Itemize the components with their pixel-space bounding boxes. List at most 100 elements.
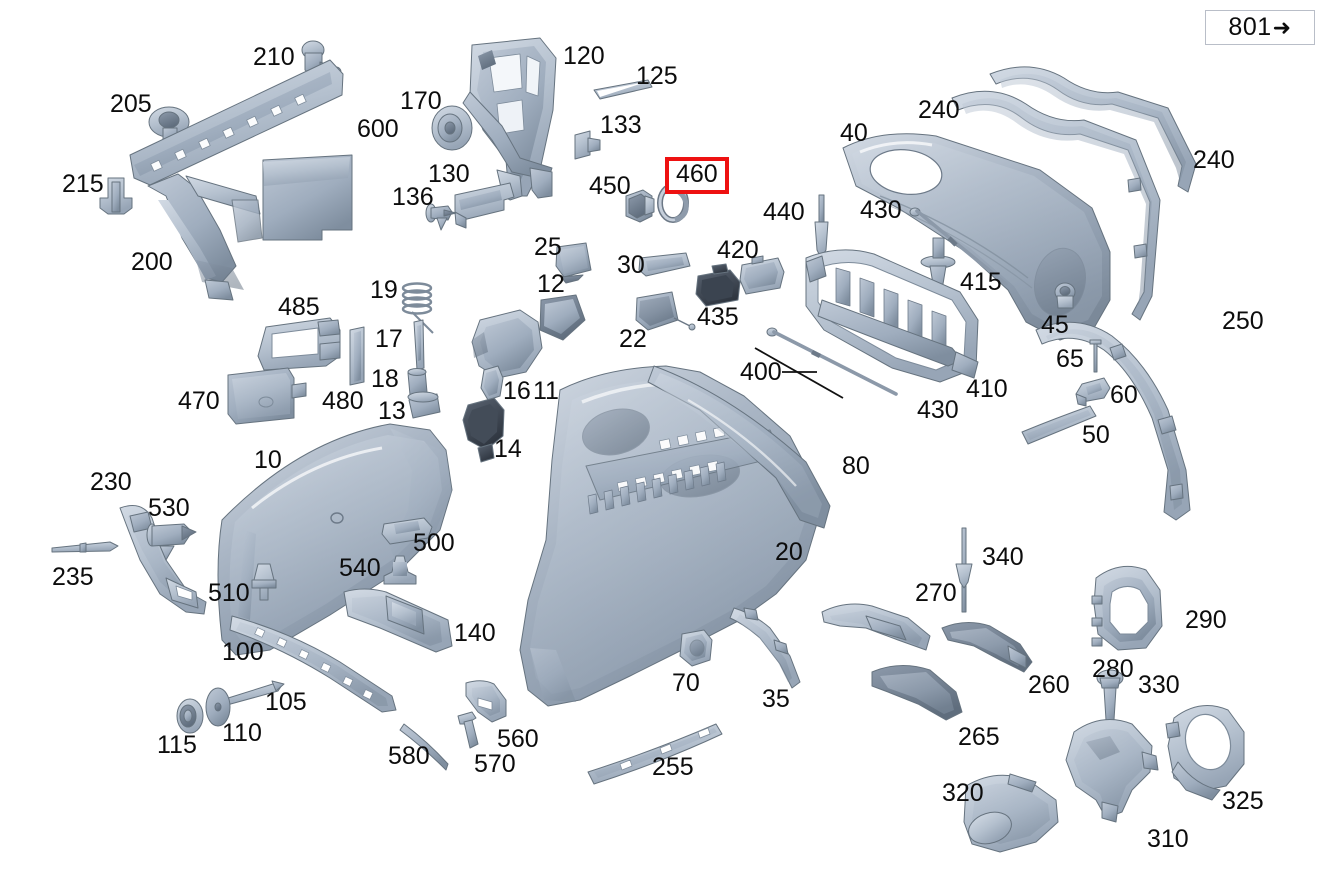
part-callout-500[interactable]: 500 — [413, 529, 455, 557]
part-callout-115[interactable]: 115 — [157, 731, 197, 759]
part-callout-30[interactable]: 30 — [617, 251, 645, 279]
part-callout-435[interactable]: 435 — [697, 303, 739, 331]
part-callout-12[interactable]: 12 — [537, 270, 565, 298]
part-callout-325[interactable]: 325 — [1222, 787, 1264, 815]
part-callout-265[interactable]: 265 — [958, 723, 1000, 751]
part-callout-430[interactable]: 430 — [917, 396, 959, 424]
part-290 — [1091, 565, 1163, 651]
part-callout-120[interactable]: 120 — [563, 42, 605, 70]
part-callout-420[interactable]: 420 — [717, 236, 759, 264]
part-11 — [471, 309, 543, 379]
part-125 — [593, 79, 653, 100]
part-callout-60[interactable]: 60 — [1110, 381, 1138, 409]
part-120 — [462, 37, 557, 201]
part-260 — [941, 622, 1033, 673]
part-callout-110[interactable]: 110 — [222, 719, 262, 747]
part-325 — [1165, 705, 1245, 801]
part-callout-450[interactable]: 450 — [589, 172, 631, 200]
part-callout-210[interactable]: 210 — [253, 43, 295, 71]
part-callout-340[interactable]: 340 — [982, 543, 1024, 571]
part-callout-580[interactable]: 580 — [388, 742, 430, 770]
part-callout-17[interactable]: 17 — [375, 325, 403, 353]
part-callout-410[interactable]: 410 — [966, 375, 1008, 403]
part-callout-11[interactable]: 11 — [533, 377, 559, 405]
part-60 — [1075, 377, 1111, 407]
part-callout-230[interactable]: 230 — [90, 468, 132, 496]
part-100 — [229, 615, 397, 713]
part-callout-255[interactable]: 255 — [652, 753, 694, 781]
part-callout-40[interactable]: 40 — [840, 119, 868, 147]
part-callout-320[interactable]: 320 — [942, 779, 984, 807]
part-callout-280[interactable]: 280 — [1092, 655, 1134, 683]
part-callout-270[interactable]: 270 — [915, 579, 957, 607]
part-callout-130[interactable]: 130 — [428, 160, 470, 188]
part-callout-510[interactable]: 510 — [208, 579, 250, 607]
part-560 — [465, 680, 507, 723]
part-callout-290[interactable]: 290 — [1185, 606, 1227, 634]
part-callout-22[interactable]: 22 — [619, 325, 647, 353]
part-callout-460[interactable]: 460 — [665, 157, 729, 194]
part-callout-250[interactable]: 250 — [1222, 307, 1264, 335]
part-callout-19[interactable]: 19 — [370, 276, 398, 304]
part-callout-415[interactable]: 415 — [960, 268, 1002, 296]
part-callout-470[interactable]: 470 — [178, 387, 220, 415]
part-callout-80[interactable]: 80 — [842, 452, 870, 480]
part-320 — [963, 773, 1059, 853]
part-callout-530[interactable]: 530 — [148, 494, 190, 522]
part-callout-70[interactable]: 70 — [672, 669, 700, 697]
part-callout-35[interactable]: 35 — [762, 685, 790, 713]
part-callout-485[interactable]: 485 — [278, 293, 320, 321]
part-140 — [343, 588, 453, 653]
part-callout-240[interactable]: 240 — [1193, 146, 1235, 174]
part-callout-65[interactable]: 65 — [1056, 345, 1084, 373]
part-callout-205[interactable]: 205 — [110, 90, 152, 118]
part-callout-20[interactable]: 20 — [775, 538, 803, 566]
part-40 — [842, 133, 1111, 341]
part-callout-16[interactable]: 16 — [503, 377, 531, 405]
part-callout-430[interactable]: 430 — [860, 196, 902, 224]
part-callout-480[interactable]: 480 — [322, 387, 364, 415]
part-410 — [805, 249, 979, 383]
part-callout-18[interactable]: 18 — [371, 365, 399, 393]
part-435 — [695, 263, 741, 307]
part-callout-200[interactable]: 200 — [131, 248, 173, 276]
part-12 — [539, 294, 586, 341]
part-callout-45[interactable]: 45 — [1041, 311, 1069, 339]
part-callout-10[interactable]: 10 — [254, 446, 282, 474]
part-callout-50[interactable]: 50 — [1082, 421, 1110, 449]
part-270 — [821, 603, 931, 651]
part-callout-540[interactable]: 540 — [339, 554, 381, 582]
part-callout-235[interactable]: 235 — [52, 563, 94, 591]
part-callout-140[interactable]: 140 — [454, 619, 496, 647]
part-10 — [217, 423, 453, 656]
part-485 — [257, 317, 341, 371]
part-45 — [1054, 282, 1076, 309]
part-callout-100[interactable]: 100 — [222, 638, 264, 666]
part-callout-560[interactable]: 560 — [497, 725, 539, 753]
part-420 — [739, 255, 785, 295]
part-callout-105[interactable]: 105 — [265, 688, 307, 716]
part-callout-570[interactable]: 570 — [474, 750, 516, 778]
part-callout-133[interactable]: 133 — [600, 111, 642, 139]
part-200 — [129, 59, 344, 301]
part-callout-310[interactable]: 310 — [1147, 825, 1189, 853]
part-240-lower — [951, 90, 1161, 321]
part-callout-240[interactable]: 240 — [918, 96, 960, 124]
part-115 — [176, 698, 204, 734]
part-510 — [251, 563, 277, 601]
part-callout-400[interactable]: 400 — [740, 358, 782, 386]
part-callout-260[interactable]: 260 — [1028, 671, 1070, 699]
part-20 — [519, 365, 819, 707]
part-callout-170[interactable]: 170 — [400, 87, 442, 115]
part-callout-215[interactable]: 215 — [62, 170, 104, 198]
part-136 — [425, 203, 457, 231]
part-callout-13[interactable]: 13 — [378, 397, 406, 425]
part-callout-125[interactable]: 125 — [636, 62, 678, 90]
part-callout-136[interactable]: 136 — [392, 183, 434, 211]
part-callout-25[interactable]: 25 — [534, 233, 562, 261]
part-callout-440[interactable]: 440 — [763, 198, 805, 226]
page-reference-box[interactable]: 801➜ — [1205, 10, 1315, 45]
part-callout-14[interactable]: 14 — [494, 435, 522, 463]
part-callout-600[interactable]: 600 — [357, 115, 399, 143]
part-callout-330[interactable]: 330 — [1138, 671, 1180, 699]
